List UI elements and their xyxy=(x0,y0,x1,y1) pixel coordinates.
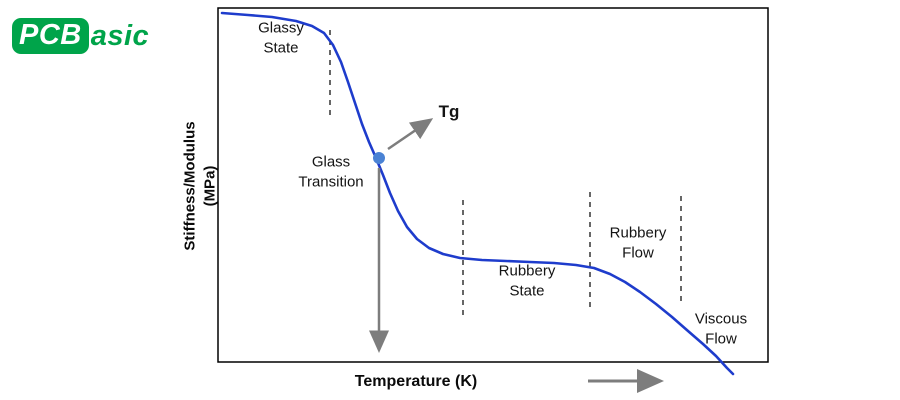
y-axis-label: Stiffness/Modulus (MPa) xyxy=(181,121,219,251)
label-glassy-state: Glassy State xyxy=(258,19,304,57)
label-glass-transition: Glass Transition xyxy=(298,153,364,191)
plot-border xyxy=(217,7,769,363)
tg-arrow xyxy=(387,118,434,151)
pcbasic-logo: PCB asic xyxy=(12,18,149,54)
label-rubbery-state: Rubbery State xyxy=(498,262,556,300)
logo-pcb-text: PCB xyxy=(12,18,89,54)
logo-asic-text: asic xyxy=(90,19,150,52)
stiffness-curve xyxy=(220,11,735,376)
stiffness-curve-path xyxy=(220,11,735,376)
tg-point xyxy=(373,152,385,164)
label-tg: Tg xyxy=(438,101,460,121)
x-axis-label: Temperature (K) xyxy=(354,373,478,390)
label-rubbery-flow: Rubbery Flow xyxy=(609,224,667,262)
label-viscous-flow: Viscous Flow xyxy=(694,310,748,348)
tg-point-dot xyxy=(373,152,385,164)
region-divider-dashed-lines xyxy=(329,30,682,318)
annotation-arrows xyxy=(369,118,664,393)
